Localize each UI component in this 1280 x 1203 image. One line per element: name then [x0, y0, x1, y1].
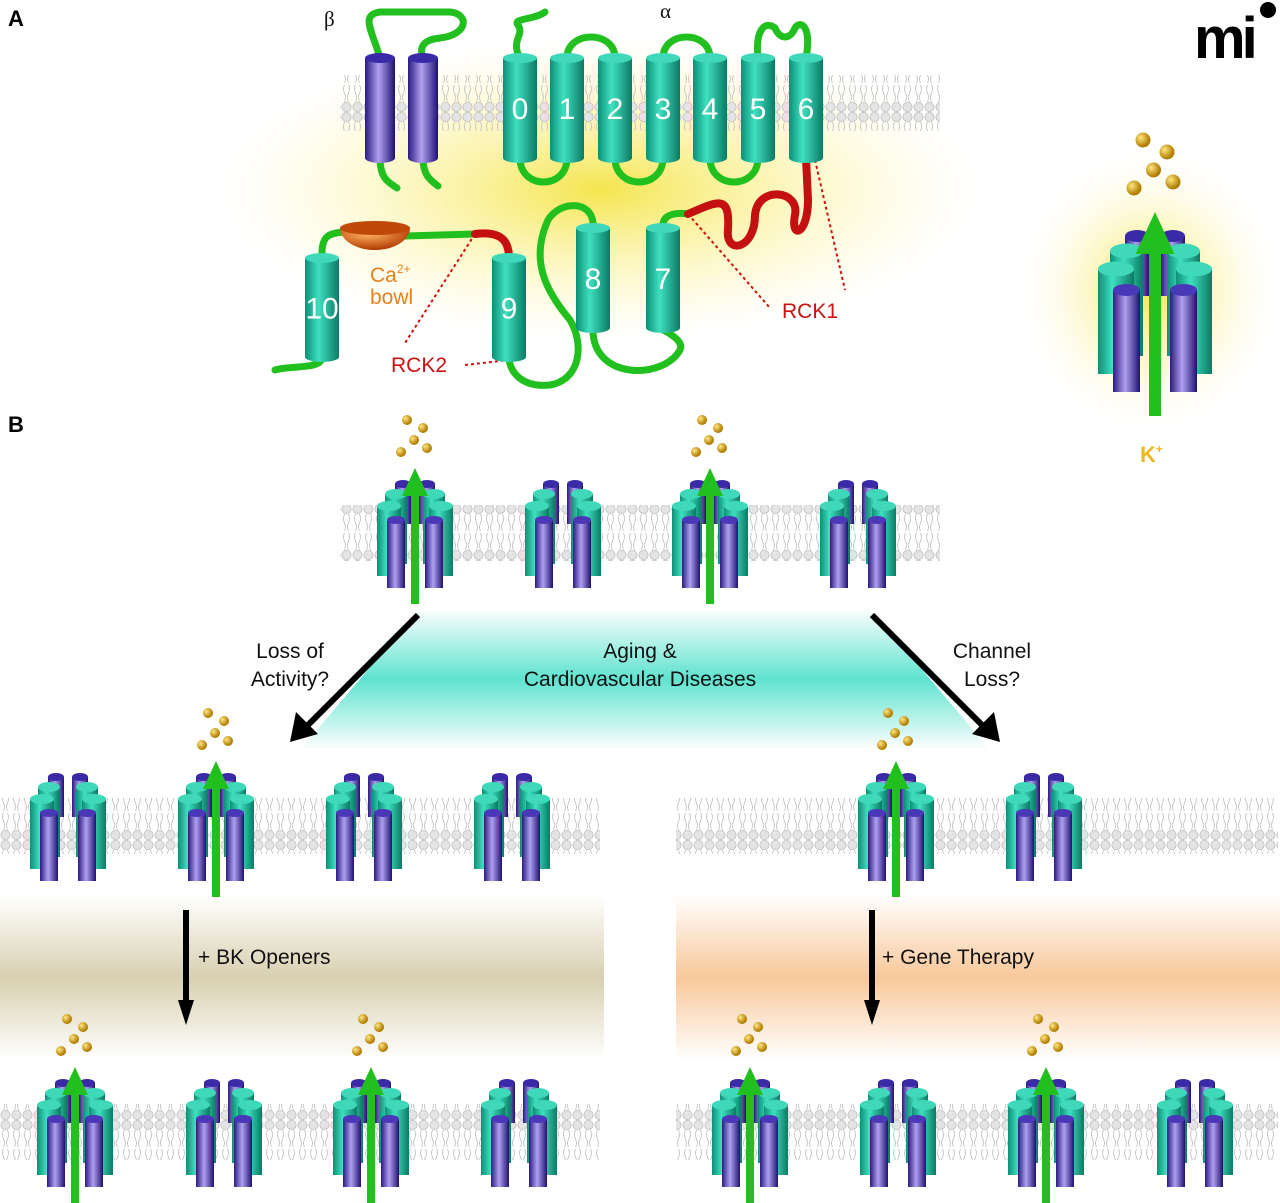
- arrows: [183, 612, 988, 1005]
- helix-cylinder: [789, 53, 823, 163]
- helix-cylinder: [492, 253, 526, 362]
- open-bk-channel: [672, 415, 748, 604]
- disease-band: [300, 608, 990, 750]
- gene-therapy-band: [676, 895, 1280, 1060]
- ca-bowl-label-2: bowl: [370, 286, 413, 309]
- helix-number: 2: [607, 93, 624, 126]
- journal-logo: mi: [1194, 2, 1276, 71]
- helix-number: 5: [750, 93, 767, 126]
- channel-loss-label-2: Loss?: [964, 668, 1020, 691]
- panel-b-letter: B: [8, 412, 24, 437]
- arrow-loss-of-activity: [302, 612, 421, 731]
- helix-number: 10: [305, 293, 338, 326]
- helix-cylinder: [576, 223, 610, 333]
- lipid-membrane: [340, 75, 940, 131]
- helix-number: 1: [559, 93, 576, 126]
- helix-cylinder: [550, 53, 584, 163]
- gene-therapy-label: + Gene Therapy: [882, 946, 1034, 969]
- helix-cylinder: [305, 253, 339, 362]
- panel-a-letter: A: [8, 6, 24, 31]
- channel-loss-label: Channel: [953, 640, 1031, 663]
- open-bk-channel: [178, 708, 254, 897]
- arrow-channel-loss: [869, 612, 988, 731]
- helix-cylinder: [503, 53, 537, 163]
- lipid-membrane: [676, 798, 1278, 854]
- helix-cylinder: [646, 223, 680, 333]
- beta-label: β: [324, 7, 335, 31]
- aging-label: Aging &: [603, 640, 677, 663]
- helix-cylinder: [646, 53, 680, 163]
- helix-number: 6: [798, 93, 815, 126]
- open-bk-channel: [377, 415, 453, 604]
- arrowheads: [178, 712, 1000, 1025]
- helix-number: 3: [655, 93, 672, 126]
- loss-of-activity-label-2: Activity?: [251, 668, 329, 691]
- rck-leaders: [404, 159, 846, 366]
- helix-cylinder: [365, 53, 395, 163]
- helix-number: 7: [655, 263, 672, 296]
- alpha-label: α: [660, 0, 671, 23]
- helix-number: 4: [702, 93, 719, 126]
- rck1-label: RCK1: [782, 300, 838, 323]
- helix-number: 0: [512, 93, 529, 126]
- rck2-label: RCK2: [391, 354, 447, 377]
- loss-of-activity-label: Loss of: [256, 640, 324, 663]
- helices: [305, 53, 823, 362]
- helix-cylinder: [693, 53, 727, 163]
- svg-text:mi: mi: [1194, 6, 1255, 71]
- potassium-label: K+: [1140, 442, 1163, 467]
- panel-a-topology: [271, 8, 846, 389]
- bk-openers-label: + BK Openers: [198, 946, 331, 969]
- helix-number: 9: [501, 293, 518, 326]
- helix-number: 8: [585, 263, 602, 296]
- ca-bowl-label: Ca2+: [370, 262, 411, 287]
- openers-band: [0, 895, 604, 1060]
- ca-bowl-icon: [340, 221, 410, 250]
- helix-cylinder: [408, 53, 438, 163]
- helix-cylinder: [741, 53, 775, 163]
- aging-label-2: Cardiovascular Diseases: [524, 668, 756, 691]
- helix-cylinder: [598, 53, 632, 163]
